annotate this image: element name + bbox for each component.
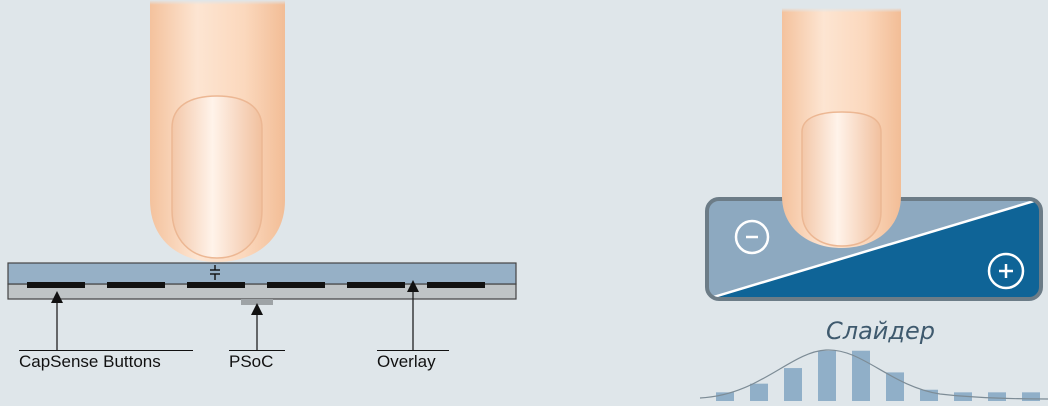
signal-bars	[716, 350, 1040, 401]
electrode	[107, 282, 165, 288]
overlay-layer	[7, 262, 517, 285]
overlay-label: Overlay	[377, 352, 436, 371]
finger-icon	[782, 8, 901, 248]
signal-bar	[988, 392, 1006, 401]
electrode	[347, 282, 405, 288]
signal-bar	[716, 392, 734, 401]
signal-bar	[784, 368, 802, 401]
signal-bar	[818, 350, 836, 401]
electrode	[187, 282, 245, 288]
psoc-chip	[241, 299, 273, 305]
minus-icon	[734, 219, 770, 255]
psoc-underline	[229, 350, 285, 351]
signal-bar	[886, 372, 904, 401]
signal-envelope	[699, 349, 1048, 400]
slider-caption: Слайдер	[826, 317, 935, 345]
capsense-underline	[19, 350, 193, 351]
plus-icon	[987, 252, 1025, 290]
electrode	[267, 282, 325, 288]
overlay-underline	[377, 350, 449, 351]
psoc-label: PSoC	[229, 352, 274, 371]
signal-bar	[852, 350, 870, 401]
finger-icon	[150, 0, 285, 262]
electrode	[27, 282, 85, 288]
capsense-buttons-label: CapSense Buttons	[19, 352, 161, 371]
signal-bar	[1022, 392, 1040, 401]
electrode	[427, 282, 485, 288]
signal-bar	[750, 383, 768, 401]
signal-bar	[920, 389, 938, 401]
capacitor-icon	[210, 265, 220, 280]
